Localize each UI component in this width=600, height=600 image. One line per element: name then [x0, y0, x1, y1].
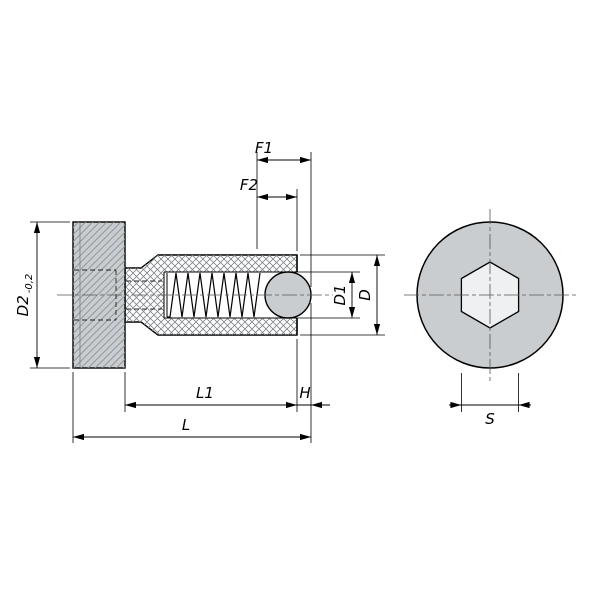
arrowhead [311, 401, 322, 409]
dim-d: D [300, 254, 385, 336]
dim-h: H [297, 303, 330, 443]
arrowhead [125, 401, 136, 409]
arrowhead [73, 433, 84, 441]
arrowhead [257, 156, 268, 164]
arrowhead [373, 324, 381, 335]
dim-d2: D2-0,2 [14, 221, 70, 369]
dim-label-d2-tolerance: -0,2 [24, 274, 35, 294]
arrowhead [33, 222, 41, 233]
arrowhead [257, 193, 268, 201]
dimensions-side-view: F1 F2 D2-0,2 D1 [14, 139, 385, 443]
dim-label-d1: D1 [331, 284, 349, 305]
arrowhead [300, 156, 311, 164]
dim-l1: L1 [124, 339, 298, 412]
dim-label-f2: F2 [240, 176, 258, 194]
side-view [57, 221, 333, 369]
arrowhead [348, 272, 356, 283]
dim-f1: F1 [255, 139, 312, 287]
dim-label-s: S [485, 410, 495, 428]
arrowhead [373, 255, 381, 266]
dim-d1: D1 [292, 271, 360, 319]
arrowhead [33, 357, 41, 368]
dim-label-d2-main: D2 [14, 295, 32, 316]
arrowhead [286, 401, 297, 409]
arrowhead [286, 193, 297, 201]
arrowhead [518, 401, 530, 409]
dim-label-h: H [299, 384, 310, 402]
dim-l: L [72, 372, 311, 443]
arrowhead [348, 307, 356, 318]
arrowhead [300, 433, 311, 441]
dim-label-d2: D2-0,2 [14, 274, 35, 317]
arrowhead [450, 401, 462, 409]
dim-label-f1: F1 [255, 139, 273, 157]
dim-label-d: D [356, 289, 374, 301]
dim-label-l1: L1 [196, 384, 214, 402]
dim-f2: F2 [240, 176, 298, 251]
dim-s: S [449, 373, 531, 428]
spring-coils [167, 272, 261, 318]
end-view: S [404, 209, 576, 428]
dim-label-l: L [182, 416, 190, 434]
